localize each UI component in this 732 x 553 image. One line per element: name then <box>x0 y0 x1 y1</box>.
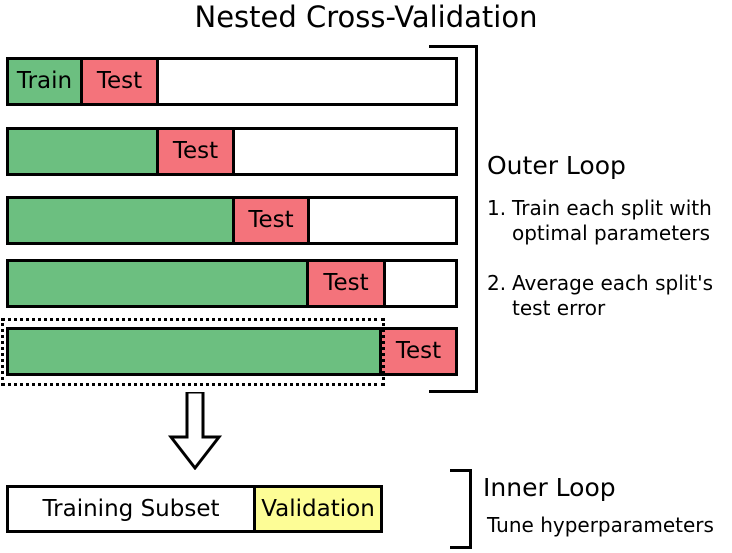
outer-loop-bracket <box>429 45 478 393</box>
split-3-test-segment: Test <box>235 199 310 242</box>
outer-loop-heading: Outer Loop <box>487 151 626 180</box>
down-arrow-icon <box>155 390 235 471</box>
outer-loop-step-2-number: 2. <box>487 271 507 295</box>
training-subset-segment: Training Subset <box>9 488 256 530</box>
split-5-train-segment <box>9 330 382 373</box>
split-row: Test <box>6 259 458 308</box>
split-4-remainder-segment <box>386 262 455 305</box>
split-3-remainder-segment <box>310 199 455 242</box>
split-row: Test <box>6 196 458 245</box>
outer-loop-step-1: 1. Train each split with optimal paramet… <box>487 196 727 246</box>
page-title: Nested Cross-Validation <box>194 0 538 34</box>
outer-loop-step-1-number: 1. <box>487 196 507 220</box>
selected-train-highlight <box>1 318 385 386</box>
split-4-test-segment: Test <box>309 262 386 305</box>
inner-loop-bar: Training Subset Validation <box>6 485 383 533</box>
split-1-test-segment: Test <box>83 60 159 103</box>
split-2-test-segment: Test <box>159 130 235 173</box>
split-4-train-segment <box>9 262 309 305</box>
validation-segment: Validation <box>256 488 380 530</box>
split-5-test-segment: Test <box>382 330 455 373</box>
split-row: Test <box>6 127 458 176</box>
inner-loop-heading: Inner Loop <box>483 473 616 502</box>
split-row: Train Test <box>6 57 458 106</box>
outer-loop-step-2: 2. Average each split's test error <box>487 271 727 321</box>
inner-loop-note: Tune hyperparameters <box>487 513 714 537</box>
split-1-remainder-segment <box>159 60 455 103</box>
inner-loop-bracket <box>450 469 472 549</box>
split-2-remainder-segment <box>235 130 455 173</box>
split-2-train-segment <box>9 130 159 173</box>
split-1-train-segment: Train <box>9 60 83 103</box>
split-3-train-segment <box>9 199 235 242</box>
outer-loop-step-2-text: Average each split's test error <box>512 271 714 320</box>
outer-loop-step-1-text: Train each split with optimal parameters <box>512 196 712 245</box>
